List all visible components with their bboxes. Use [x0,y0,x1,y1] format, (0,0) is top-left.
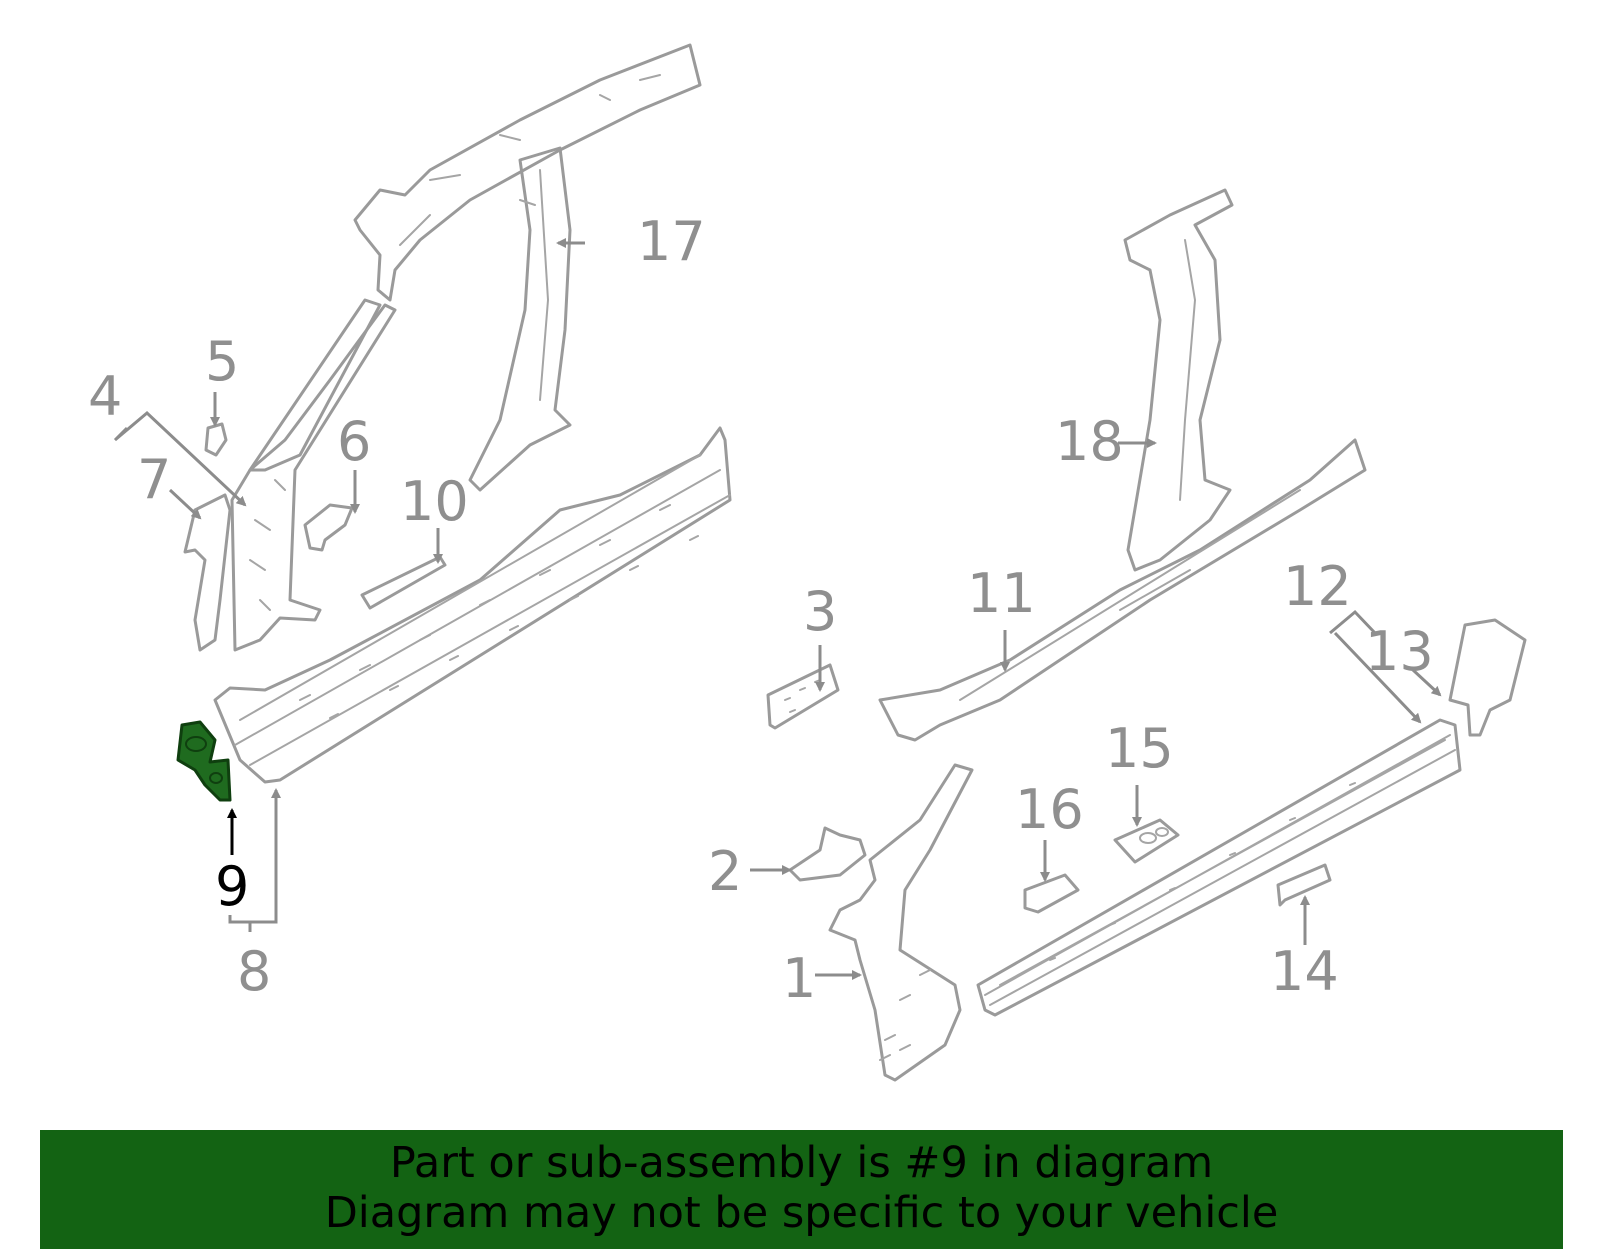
callout-15[interactable]: 15 [1105,717,1174,780]
callout-11[interactable]: 11 [967,562,1036,625]
callout-6[interactable]: 6 [337,410,371,473]
banner-line-2: Diagram may not be specific to your vehi… [324,1188,1279,1238]
part-12-rocker-outer[interactable] [976,718,1462,1017]
part-14-piece[interactable] [1276,863,1332,907]
part-7-bracket[interactable] [183,493,232,652]
callout-1[interactable]: 1 [782,947,816,1010]
part-8-rocker[interactable] [213,426,732,784]
callout-10[interactable]: 10 [400,470,469,533]
part-4-pillar[interactable] [230,298,397,652]
callout-13[interactable]: 13 [1365,620,1434,683]
part-9-highlighted-bracket[interactable] [176,720,232,802]
part-11-inner-sill[interactable] [878,438,1367,742]
part-13-extension[interactable] [1448,618,1527,737]
callout-4[interactable]: 4 [88,365,122,428]
callout-9[interactable]: 9 [215,855,249,918]
callout-5[interactable]: 5 [205,330,239,393]
part-16-block[interactable] [1023,873,1080,914]
callout-16[interactable]: 16 [1015,778,1084,841]
callouts: 1 2 3 4 5 6 7 8 9 10 11 12 13 14 15 16 1… [88,210,1434,1010]
callout-3[interactable]: 3 [803,580,837,643]
part-15-plate[interactable] [1113,818,1180,864]
leader-lines [113,238,1442,980]
callout-12[interactable]: 12 [1283,555,1352,618]
callout-14[interactable]: 14 [1270,940,1339,1003]
callout-2[interactable]: 2 [708,840,742,903]
parts-diagram: 1 2 3 4 5 6 7 8 9 10 11 12 13 14 15 16 1… [88,43,1527,1082]
part-5-clip[interactable] [204,422,228,457]
part-6-bracket[interactable] [303,503,354,552]
part-10-strip[interactable] [360,555,447,610]
banner-line-1: Part or sub-assembly is #9 in diagram [389,1138,1214,1188]
part-2-bracket[interactable] [788,826,867,882]
callout-18[interactable]: 18 [1055,410,1124,473]
callout-8[interactable]: 8 [237,940,271,1003]
callout-7[interactable]: 7 [137,448,171,511]
part-18-b-pillar[interactable] [1123,188,1234,572]
part-17-roof-rail[interactable] [353,43,702,492]
callout-17[interactable]: 17 [637,210,706,273]
info-banner: Part or sub-assembly is #9 in diagram Di… [40,1130,1563,1249]
part-1-lower-pillar[interactable] [828,763,974,1082]
part-3-plate[interactable] [766,663,840,730]
